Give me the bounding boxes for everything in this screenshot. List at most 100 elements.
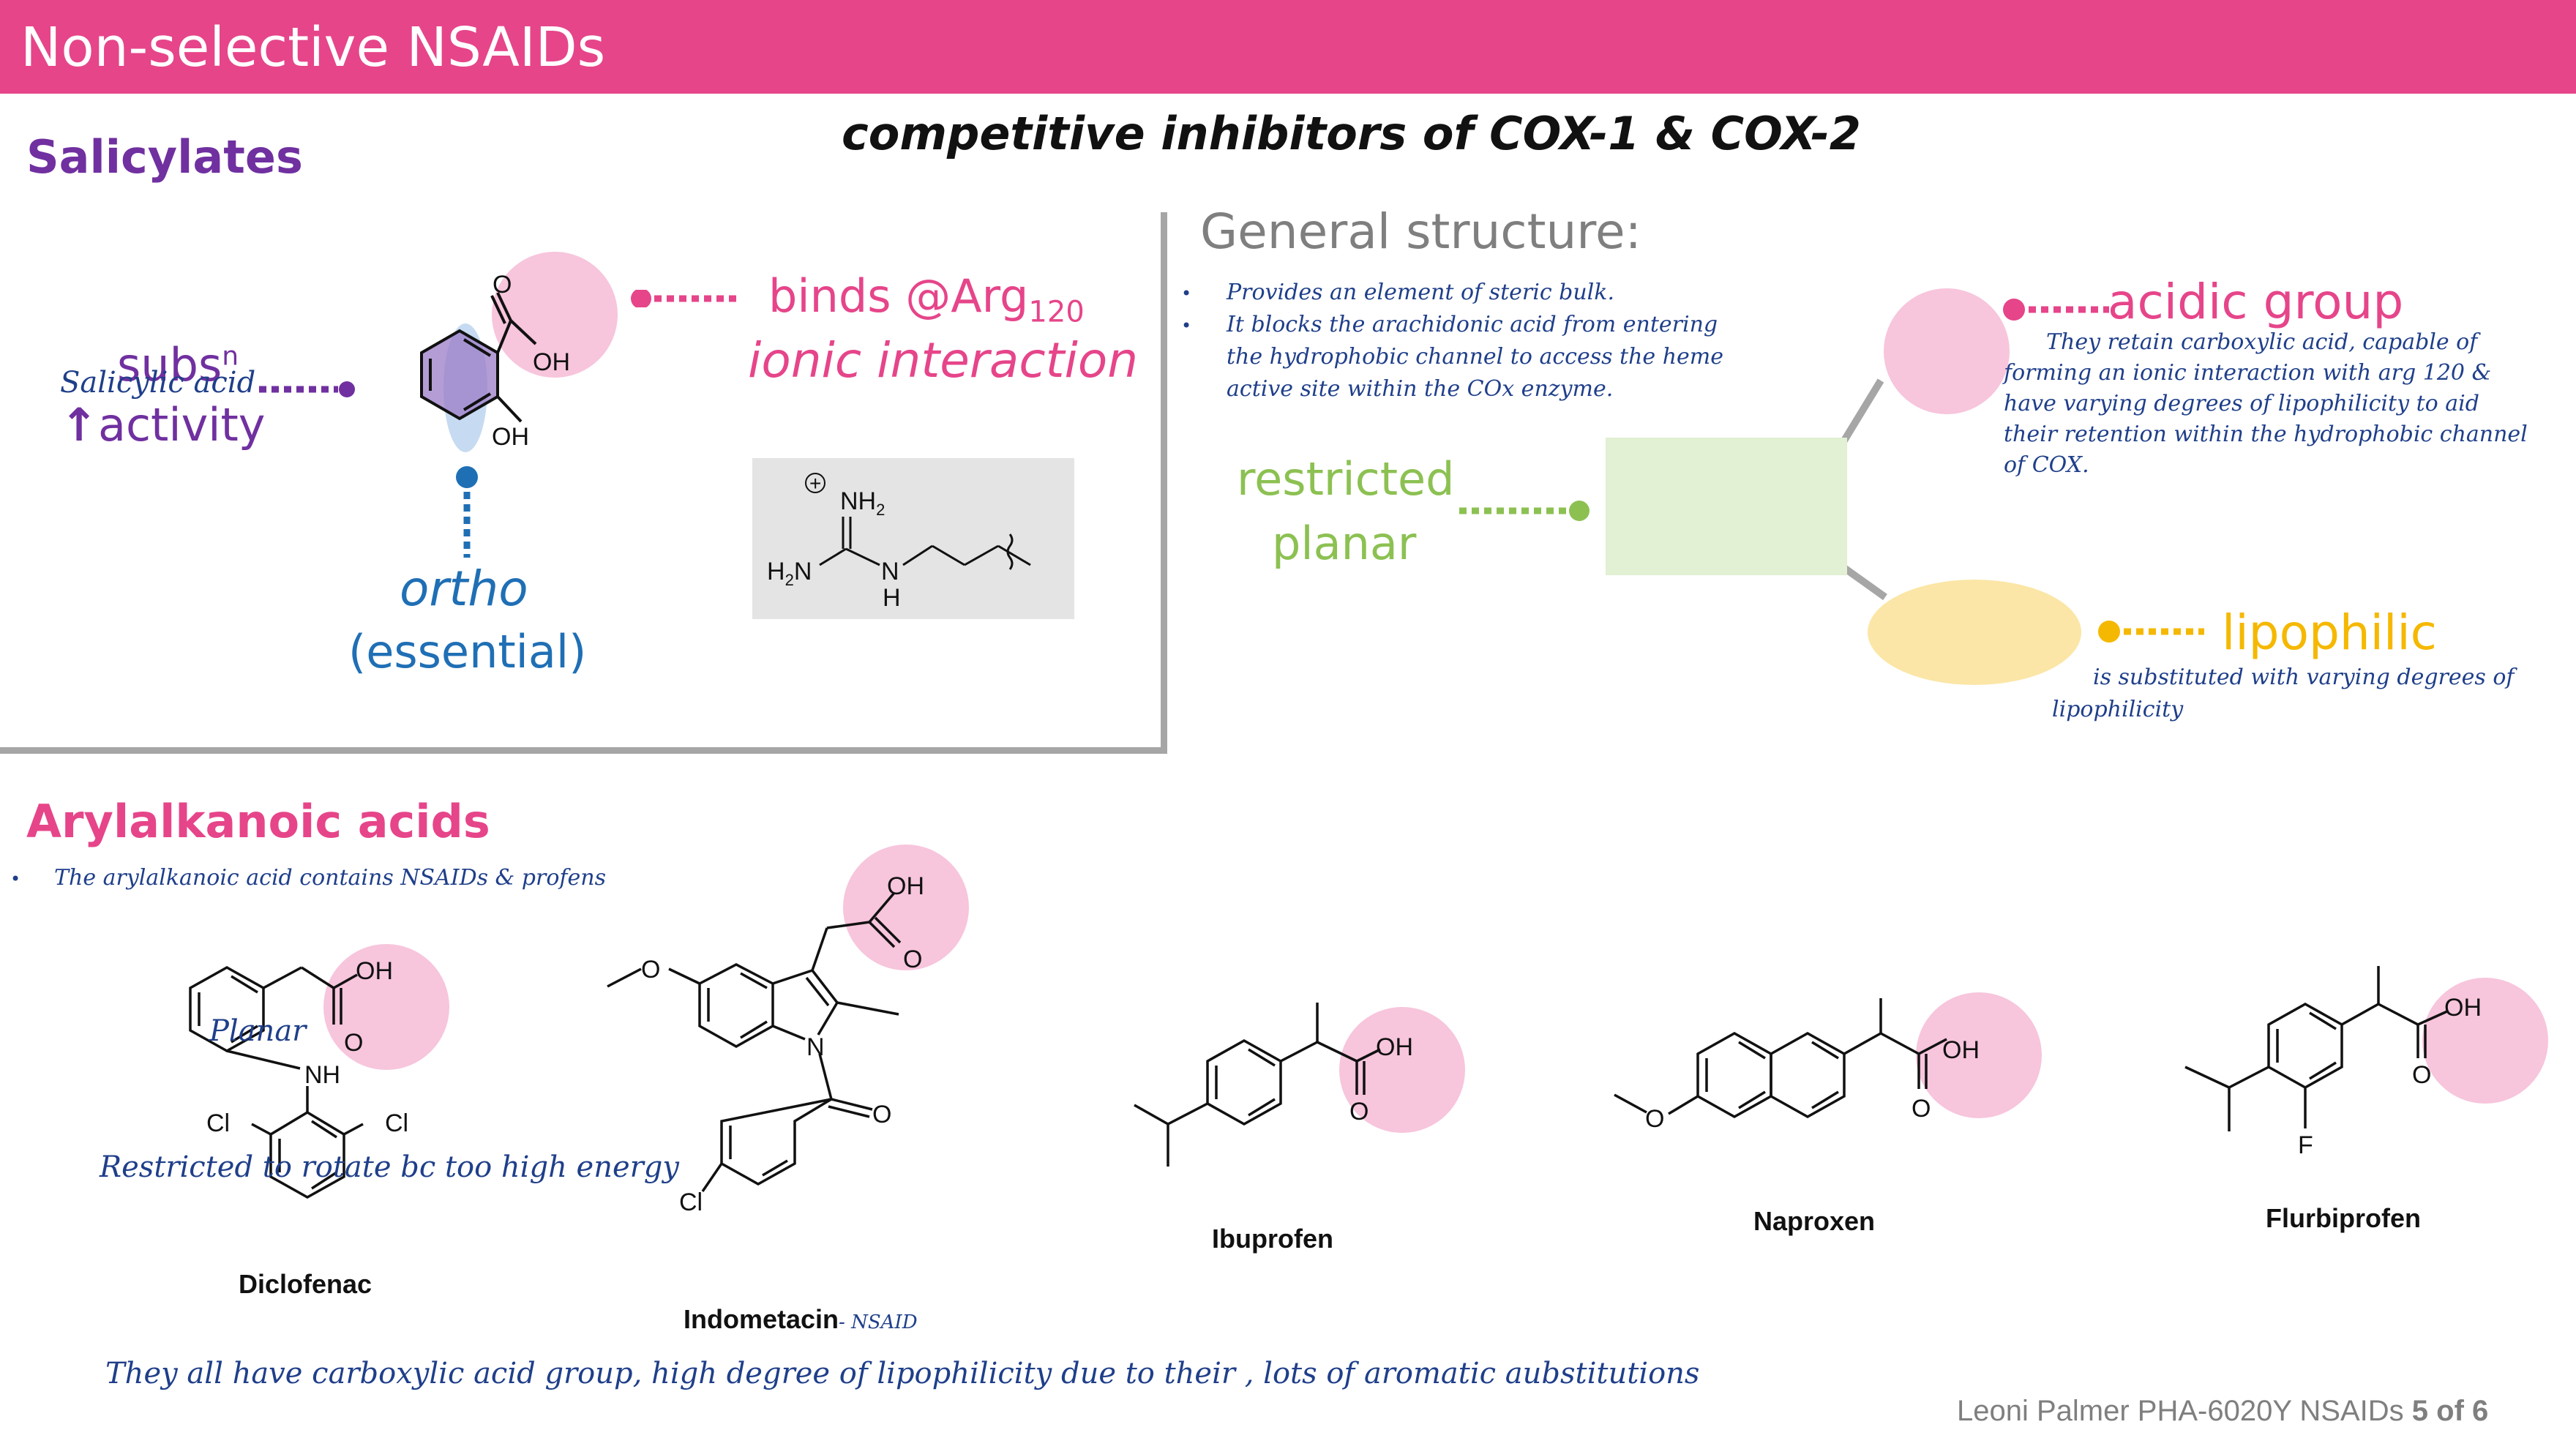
connector-upper: [1841, 378, 1884, 443]
binds-text: binds @Arg: [768, 269, 1029, 323]
naproxen-acid-circle: [1916, 992, 2042, 1118]
acidic-note-2: forming an ionic interaction with arg 12…: [2004, 360, 2492, 386]
naproxen-o-methoxy: O: [1645, 1105, 1664, 1133]
plus-charge: +: [809, 472, 821, 495]
flurbiprofen-name: Flurbiprofen: [2266, 1203, 2421, 1233]
diclofenac-name: Diclofenac: [239, 1269, 372, 1299]
salicylates-frame-right: [1161, 212, 1167, 754]
subs-superscript: n: [222, 341, 239, 372]
general-bullet-4: active site within the COx enzyme.: [1181, 376, 1723, 408]
arylalkanoic-bullet-text: The arylalkanoic acid contains NSAIDs & …: [54, 865, 606, 891]
naproxen-structure: O OH O: [1614, 992, 2042, 1133]
indometacin-tag: - NSAID: [839, 1311, 918, 1333]
ibuprofen-oh: OH: [1376, 1033, 1413, 1061]
arylalkanoic-bullet: • The arylalkanoic acid contains NSAIDs &…: [10, 865, 606, 891]
indometacin-structure: O OH O N O Cl: [607, 845, 969, 1216]
atom-oh-ortho: OH: [492, 423, 529, 451]
bullet-dot-1: •: [1181, 283, 1192, 304]
plus-charge-circle: [805, 473, 825, 493]
restricted-connector: [1459, 501, 1590, 521]
diclofenac-o: O: [344, 1029, 363, 1057]
naproxen-oh: OH: [1942, 1036, 1980, 1064]
activity-label: ↑activity: [60, 398, 266, 452]
page-number: 5 of 6: [2411, 1395, 2489, 1427]
atom-oh-acid: OH: [533, 348, 570, 376]
subs-text: subs: [117, 338, 222, 392]
atom-o: O: [493, 271, 512, 299]
flurbiprofen-structure: OH O F: [2184, 966, 2548, 1159]
nh-n: N: [881, 558, 899, 585]
acidic-note-1: They retain carboxylic acid, capable of: [2046, 329, 2478, 355]
diclofenac-oh: OH: [356, 957, 393, 985]
acidic-note-4: their retention within the hydrophobic c…: [2004, 422, 2528, 447]
footer: Leoni Palmer PHA-6020Y NSAIDs 5 of 6: [1957, 1395, 2488, 1428]
diclofenac-cl2: Cl: [385, 1109, 408, 1137]
flurbiprofen-f: F: [2298, 1131, 2313, 1159]
naproxen-name: Naproxen: [1753, 1206, 1876, 1236]
acid-highlight-circle: [492, 252, 618, 378]
ibuprofen-structure: OH O: [1134, 1003, 1465, 1167]
salicylates-frame-bottom: [0, 747, 1167, 754]
binds-connector: [631, 290, 739, 307]
footer-text: Leoni Palmer PHA-6020Y NSAIDs: [1957, 1395, 2412, 1427]
restricted-label: restricted: [1237, 452, 1455, 506]
flurbiprofen-oh: OH: [2444, 994, 2482, 1022]
general-bullet-text-4: active site within the COx enzyme.: [1227, 376, 1614, 402]
lipophilic-note-1: is substituted with varying degrees of: [2093, 664, 2515, 690]
diclofenac-structure: OH O NH Cl Cl: [189, 944, 449, 1199]
summary-note: They all have carboxylic acid group, hig…: [105, 1357, 1700, 1390]
binds-subscript: 120: [1028, 295, 1085, 329]
diclofenac-nh: NH: [304, 1061, 340, 1089]
arylalkanoic-bullet-dot: •: [10, 869, 21, 889]
general-structure-heading: General structure:: [1200, 203, 1641, 260]
flurbiprofen-acid-circle: [2422, 978, 2548, 1104]
nh-h: H: [883, 584, 901, 612]
indometacin-n: N: [806, 1033, 825, 1061]
lipophilic-note-2: lipophilicity: [2052, 697, 2184, 722]
ibuprofen-acid-circle: [1339, 1007, 1465, 1133]
h2n-sub: 2: [785, 571, 794, 589]
lipophilic-ellipse: [1868, 580, 2081, 685]
up-arrow-icon: ↑: [60, 398, 98, 452]
indometacin-o2: O: [872, 1101, 891, 1128]
subs-label: subsn: [117, 338, 239, 392]
nh2-sub: 2: [876, 501, 885, 519]
acidic-connector: [2003, 299, 2109, 321]
h2n-left: H2N: [767, 558, 812, 589]
ring-highlight: [422, 331, 498, 419]
diclofenac-planar-note: Planar: [209, 1014, 307, 1048]
general-bullet-3: the hydrophobic channel to access the he…: [1181, 344, 1723, 376]
general-bullet-2: •It blocks the arachidonic acid from ent…: [1181, 312, 1723, 344]
nh2-text: NH: [840, 487, 876, 515]
acidic-notes: They retain carboxylic acid, capable of …: [2004, 329, 2528, 483]
ibuprofen-name: Ibuprofen: [1212, 1224, 1333, 1254]
ortho-label: ortho: [400, 561, 528, 617]
diclofenac-restricted-note: Restricted to rotate bc too high energy: [100, 1150, 679, 1184]
arginine-structure: + NH2 H2N N H: [767, 472, 1031, 612]
subs-connector: [259, 381, 355, 397]
indometacin-oh: OH: [887, 872, 924, 900]
naproxen-o: O: [1912, 1095, 1931, 1123]
salicylates-heading: Salicylates: [26, 130, 303, 184]
activity-text: activity: [97, 398, 266, 452]
lipophilic-label: lipophilic: [2222, 604, 2437, 661]
nh2-top: NH2: [840, 487, 885, 519]
indometacin-acid-circle: [843, 845, 969, 970]
h2n-h: H: [767, 558, 785, 585]
arylalkanoic-heading: Arylalkanoic acids: [26, 795, 490, 848]
flurbiprofen-o: O: [2412, 1061, 2431, 1089]
general-bullet-1: • Provides an element of steric bulk.: [1181, 280, 1723, 312]
general-bullet-text-1: Provides an element of steric bulk.: [1227, 280, 1614, 305]
ortho-connector: [456, 466, 478, 558]
slide-title: Non-selective NSAIDs: [20, 16, 606, 79]
acidic-group-circle: [1884, 288, 2010, 414]
restricted-planar-box: [1606, 438, 1847, 575]
salicylic-acid-note: Salicylic acid: [60, 366, 256, 400]
lipophilic-connector: [2098, 621, 2204, 643]
acidic-group-label: acidic group: [2108, 274, 2404, 330]
ibuprofen-o: O: [1349, 1098, 1368, 1126]
h2n-n: N: [794, 558, 812, 585]
general-bullets: • Provides an element of steric bulk. •It…: [1181, 280, 1723, 408]
acidic-note-5: of COX.: [2004, 452, 2089, 478]
ionic-interaction-label: ionic interaction: [748, 332, 1139, 389]
